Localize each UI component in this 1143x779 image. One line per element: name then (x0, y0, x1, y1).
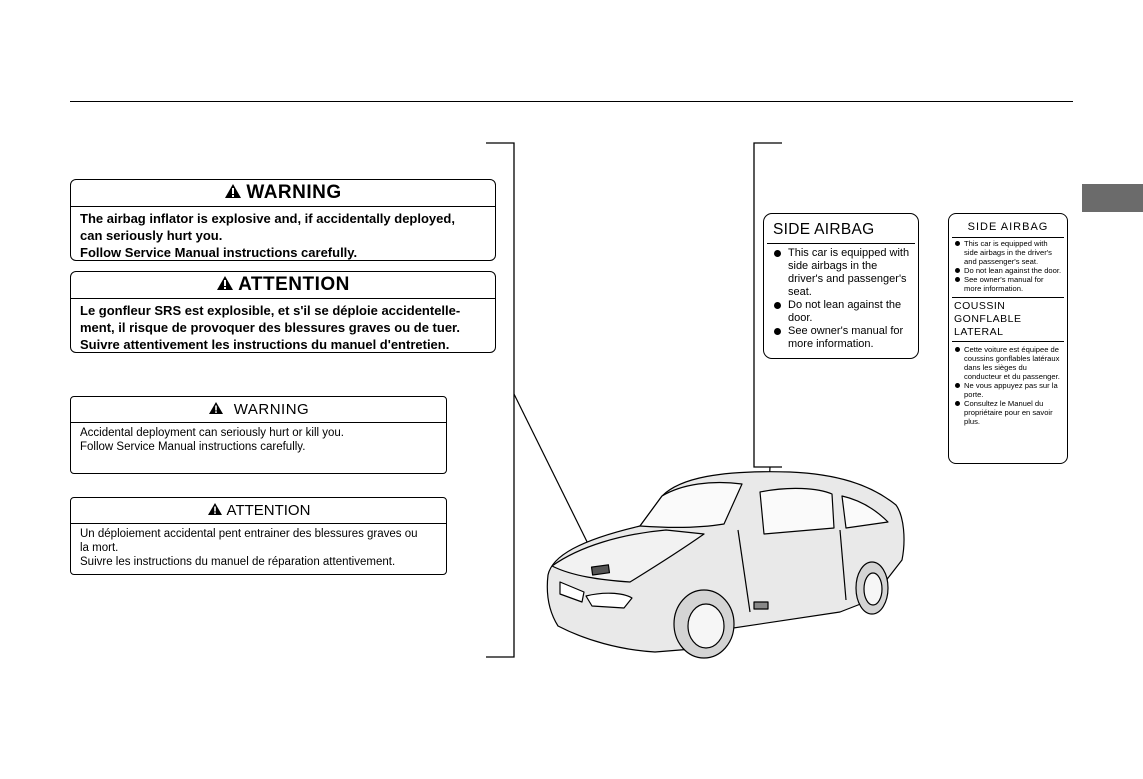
list-item: Cette voiture est équipee de coussins go… (955, 345, 1065, 381)
label-line: Accidental deployment can seriously hurt… (80, 427, 344, 439)
label-title-text: ATTENTION (238, 274, 350, 295)
warning-triangle-icon (207, 503, 222, 515)
label-title-text: WARNING (246, 182, 342, 203)
label-title-text: WARNING (233, 401, 310, 418)
label-line: ment, il risque de provoquer des blessur… (80, 320, 461, 335)
header-rule (70, 101, 1073, 102)
label-line: la mort. (80, 542, 119, 554)
left-bracket (486, 142, 515, 658)
label-line: Un déploiement accidental pent entrainer… (80, 528, 418, 540)
warning-triangle-icon (225, 184, 242, 198)
label-line: Suivre les instructions du manuel de rép… (80, 556, 396, 568)
label-line: Le gonfleur SRS est explosible, et s'il … (80, 303, 461, 318)
list-item: Do not lean against the door. (772, 299, 914, 325)
side-airbag-title-fr: COUSSIN GONFLABLE LATERAL (952, 296, 1064, 342)
label-line: can seriously hurt you. (80, 228, 223, 243)
attention-label-bold: ATTENTION Le gonfleur SRS est explosible… (70, 271, 496, 353)
car-illustration (546, 471, 905, 659)
list-item: Consultez le Manuel du propriétaire pour… (955, 399, 1065, 426)
warning-triangle-icon (208, 402, 223, 414)
warning-triangle-icon (217, 276, 234, 290)
list-item: See owner's manual for more information. (955, 275, 1062, 293)
side-airbag-title: SIDE AIRBAG (967, 221, 1049, 233)
label-line: Follow Service Manual instructions caref… (80, 245, 358, 260)
label-line: Follow Service Manual instructions caref… (80, 441, 306, 453)
warning-label-light: WARNING Accidental deployment can seriou… (70, 396, 447, 474)
warning-label-bold: WARNING The airbag inflator is explosive… (70, 179, 496, 261)
label-title-text: ATTENTION (226, 502, 311, 519)
attention-label-light: ATTENTION Un déploiement accidental pent… (70, 497, 447, 575)
label-line: Suivre attentivement les instructions du… (80, 337, 450, 352)
side-airbag-title: SIDE AIRBAG (767, 214, 915, 244)
list-item: This car is equipped with side airbags i… (955, 239, 1062, 266)
hood-leader-line (513, 393, 600, 567)
list-item: Do not lean against the door. (955, 266, 1062, 275)
list-item: See owner's manual for more information. (772, 325, 914, 351)
section-tab (1082, 184, 1143, 212)
list-item: Ne vous appuyez pas sur la porte. (955, 381, 1065, 399)
right-bracket (753, 142, 782, 468)
list-item: This car is equipped with side airbags i… (772, 247, 914, 299)
side-airbag-label-large: SIDE AIRBAG This car is equipped with si… (763, 213, 919, 359)
label-line: The airbag inflator is explosive and, if… (80, 211, 455, 226)
side-airbag-label-small: SIDE AIRBAG This car is equipped with si… (948, 213, 1068, 464)
